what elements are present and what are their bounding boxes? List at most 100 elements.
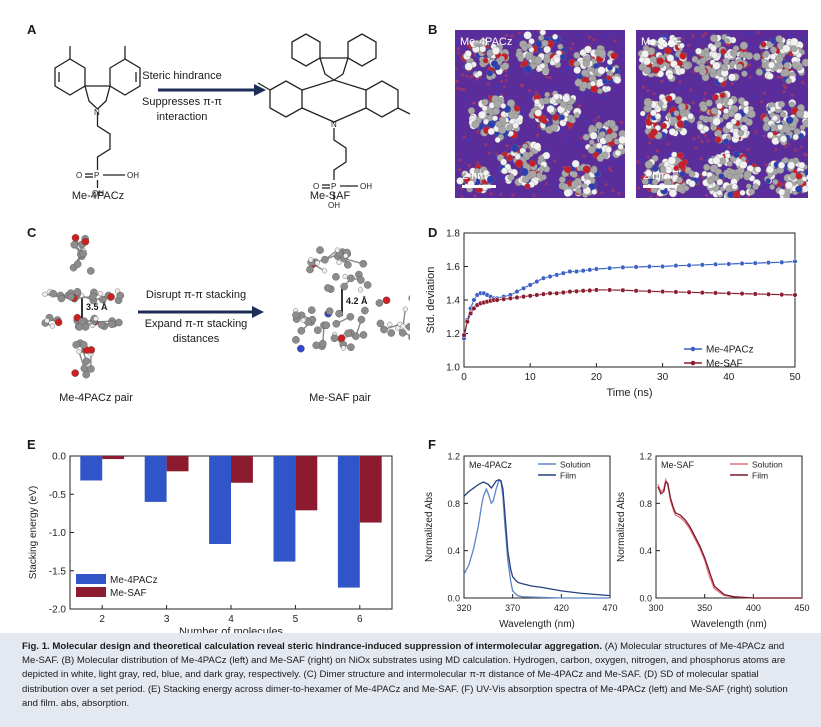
atom	[76, 348, 82, 355]
bar-me-saf-4	[231, 456, 253, 483]
molecule-atom	[539, 30, 547, 36]
substrate-atom	[568, 65, 572, 70]
substrate-atom	[496, 84, 500, 89]
molecule-atom	[511, 144, 520, 153]
molecule-atom	[517, 55, 525, 62]
substrate-atom	[619, 30, 623, 34]
data-point	[521, 294, 527, 300]
molecule-atom	[667, 156, 676, 165]
substrate-atom	[535, 133, 540, 137]
atom	[344, 261, 352, 269]
molecule-atom	[523, 65, 532, 74]
atom	[405, 323, 410, 331]
expand-distance-line2: distances	[172, 333, 220, 345]
molecule-atom	[506, 154, 514, 162]
molecule-atom	[542, 151, 551, 160]
legend-label: Me-SAF	[706, 359, 743, 370]
x-tick-label: 6	[357, 614, 363, 625]
data-point	[607, 287, 613, 293]
molecule-atom	[733, 112, 742, 121]
atom	[313, 326, 322, 335]
substrate-atom	[640, 37, 644, 41]
molecule-atom	[650, 128, 658, 136]
molecule-atom	[775, 54, 784, 63]
data-point	[779, 259, 785, 265]
bar-me-4pacz-6	[337, 456, 360, 588]
x-tick-label: 40	[723, 372, 735, 383]
molecule-atom	[688, 170, 696, 178]
molecule-atom	[522, 143, 529, 150]
steric-arrow-head-icon	[254, 84, 266, 96]
molecule-atom	[666, 54, 675, 63]
substrate-atom	[801, 81, 805, 85]
atom	[359, 331, 368, 339]
molecule-atom	[782, 44, 791, 53]
molecule-atom	[538, 165, 545, 172]
substrate-atom	[697, 77, 701, 81]
atom	[97, 321, 106, 329]
substrate-atom	[774, 148, 778, 152]
molecule-atom	[501, 167, 508, 174]
molecule-atom	[767, 61, 775, 69]
molecule-atom	[785, 116, 794, 124]
data-point	[580, 288, 586, 294]
molecule-atom	[566, 104, 574, 112]
substrate-atom	[556, 189, 560, 193]
data-point	[540, 291, 546, 297]
molecule-atom	[584, 55, 591, 62]
substrate-atom	[569, 46, 573, 51]
substrate-atom	[646, 155, 650, 159]
y-tick-label: 1.6	[446, 262, 460, 273]
molecule-atom	[716, 178, 724, 186]
molecule-atom	[541, 118, 548, 125]
substrate-atom	[666, 81, 670, 85]
substrate-atom	[465, 74, 469, 78]
molecule-atom	[564, 165, 572, 174]
substrate-atom	[660, 82, 665, 87]
panel-letter-c: C	[27, 225, 37, 240]
molecule-atom	[788, 101, 795, 108]
substrate-atom	[586, 120, 590, 125]
atom	[376, 319, 385, 328]
molecule-atom	[546, 105, 555, 114]
molecule-atom	[762, 116, 770, 123]
x-axis-label: Time (ns)	[606, 387, 652, 399]
molecule-atom	[471, 120, 480, 129]
series-line-0	[657, 477, 802, 599]
substrate-atom	[797, 77, 801, 81]
molecule-atom	[577, 73, 584, 80]
substrate-atom	[782, 83, 786, 87]
series-line-0	[463, 478, 610, 599]
molecule-atom	[534, 56, 543, 65]
substrate-atom	[687, 196, 691, 198]
molecule-atom	[571, 159, 580, 168]
y-axis-label: Normalized Abs	[616, 492, 627, 562]
molecule-atom	[487, 120, 496, 129]
atom	[321, 268, 328, 274]
molecule-atom	[712, 93, 719, 101]
substrate-atom	[592, 37, 596, 42]
legend-swatch	[76, 587, 106, 597]
molecule-atom	[604, 121, 611, 128]
caption-title: Fig. 1. Molecular design and theoretical…	[22, 641, 603, 652]
molecule-atom	[525, 51, 534, 60]
bar-me-saf-2	[102, 456, 125, 460]
legend-label: Solution	[752, 460, 783, 470]
data-point	[514, 294, 520, 301]
y-tick-label: -0.5	[49, 490, 67, 501]
substrate-atom	[700, 140, 704, 144]
molecule-atom	[795, 172, 803, 180]
molecule-atom	[766, 165, 774, 174]
substrate-atom	[750, 154, 754, 159]
molecule-atom	[613, 76, 622, 84]
substrate-atom	[458, 168, 462, 172]
substrate-atom	[519, 83, 524, 87]
substrate-atom	[789, 33, 793, 38]
molecule-atom	[522, 151, 530, 159]
molecule-atom	[599, 131, 606, 138]
panel-letter-b: B	[428, 22, 438, 37]
substrate-atom	[548, 76, 552, 80]
molecule-atom	[464, 62, 473, 71]
